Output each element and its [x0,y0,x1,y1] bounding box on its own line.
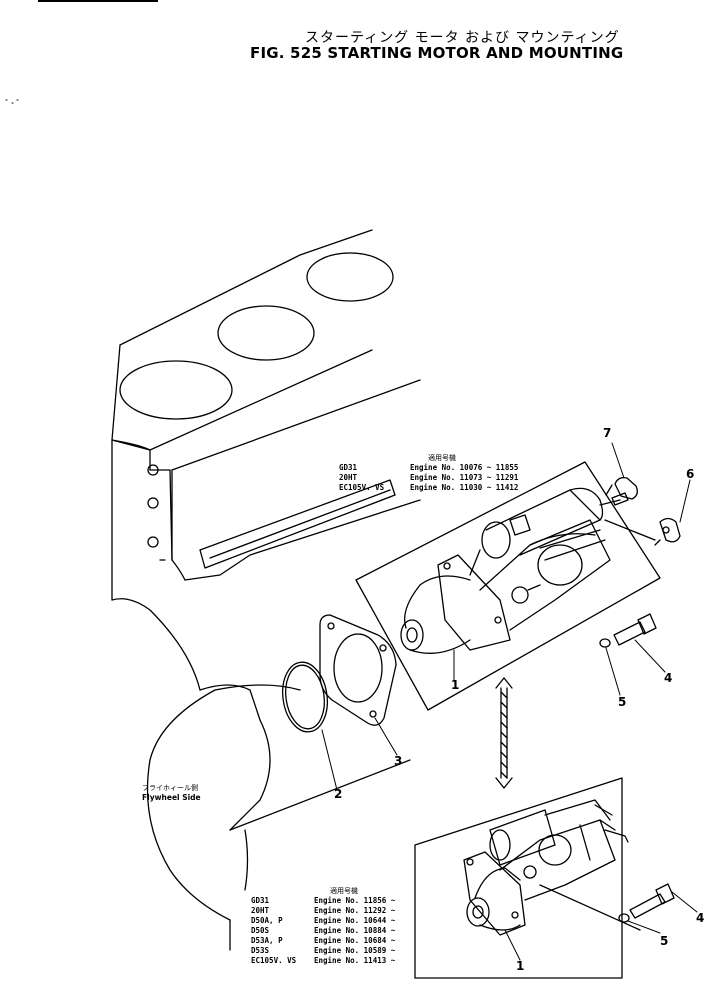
lock-washer-upper [599,638,611,648]
model: 20HT [339,473,358,482]
model: D50A, P [251,916,283,925]
callout-4-lower: 4 [696,911,704,925]
terminal-cap [605,476,638,500]
callout-5-lower: 5 [660,934,668,948]
model: EC105V. VS [251,956,297,965]
callout-5: 5 [618,695,626,709]
serial-range: Engine No. 11292 ~ [314,906,396,915]
applicability-table-lower: 適用号機 GD31 Engine No. 11856 ~ 20HT Engine… [251,886,396,965]
engine-block [111,229,421,951]
callout-1: 1 [451,678,459,692]
applicability-header: 適用号機 [428,453,456,462]
o-ring [282,661,328,733]
model: EC105V. VS [339,483,385,492]
lower-starter-frame [414,777,623,979]
mounting-plate [319,614,397,726]
callout-1-lower: 1 [516,959,524,973]
lock-washer-lower [618,913,630,923]
callout-7: 7 [603,426,611,440]
callout-2: 2 [334,787,342,801]
model: 20HT [251,906,270,915]
double-arrow [495,677,513,789]
model: GD31 [251,896,270,905]
top-rule [38,0,158,2]
starter-motor-upper [400,487,656,654]
serial-range: Engine No. 10684 ~ [314,936,396,945]
callout-4: 4 [664,671,672,685]
applicability-header: 適用号機 [330,886,358,895]
callout-3: 3 [394,754,402,768]
model: D53A, P [251,936,283,945]
serial-range: Engine No. 10644 ~ [314,916,396,925]
figure-title: FIG. 525 STARTING MOTOR AND MOUNTING [250,44,624,62]
applicability-table-upper: 適用号機 GD31 Engine No. 10076 ~ 11855 20HT … [339,453,519,492]
leader-lines [321,442,698,961]
serial-range: Engine No. 10589 ~ [314,946,396,955]
model: GD31 [339,463,358,472]
mounting-bolt-lower [629,883,675,919]
serial-range: Engine No. 11413 ~ [314,956,396,965]
stray-marks [5,99,19,104]
upper-starter-frame [355,461,661,711]
starter-motor-lower [463,799,641,936]
model: D50S [251,926,270,935]
figure-title-japanese: スターティング モータ および マウンティング [305,30,620,46]
serial-range: Engine No. 11073 ~ 11291 [410,473,519,482]
callout-6: 6 [686,467,694,481]
model: D53S [251,946,270,955]
mounting-bolt-upper [613,613,657,646]
serial-range: Engine No. 10076 ~ 11855 [410,463,518,472]
serial-range: Engine No. 11030 ~ 11412 [410,483,518,492]
wire-clip [654,517,681,546]
serial-range: Engine No. 11856 ~ [314,896,396,905]
serial-range: Engine No. 10884 ~ [314,926,396,935]
flywheel-side-label: Flywheel Side [142,793,201,802]
flywheel-side-label-japanese: フライホィール側 [142,783,198,792]
